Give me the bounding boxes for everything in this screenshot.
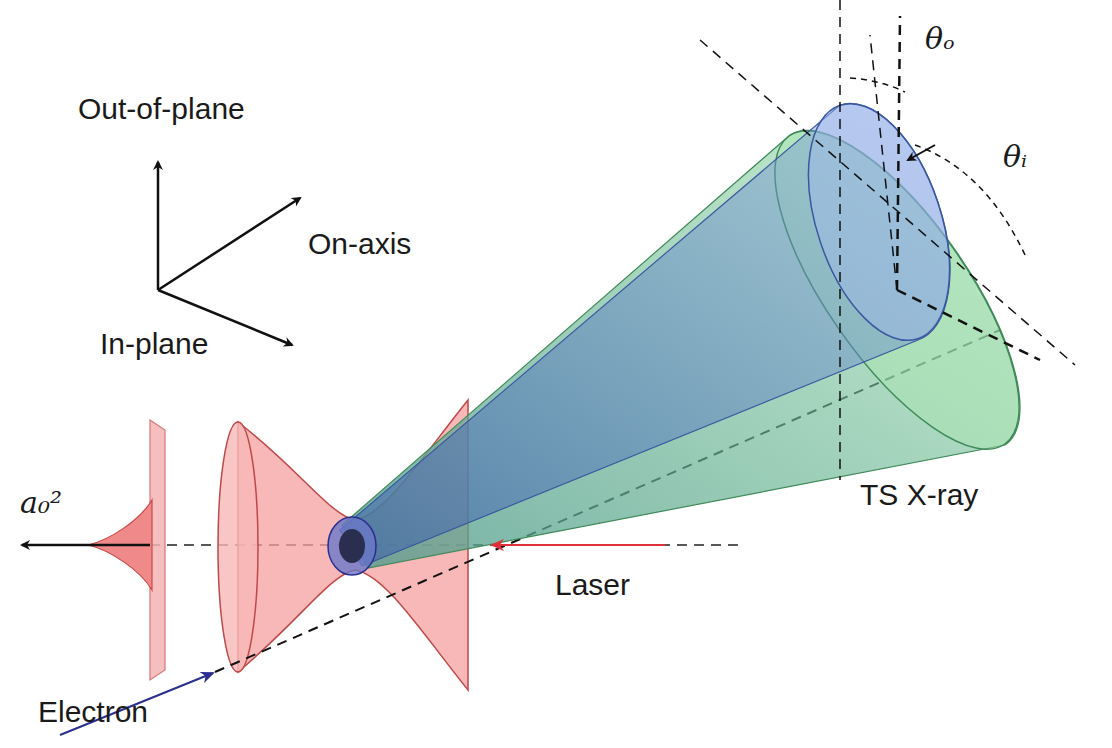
interaction-ring	[328, 517, 376, 575]
beam-label: Electron	[38, 695, 148, 728]
beam-label: Laser	[555, 568, 630, 601]
beam-label: TS X-ray	[860, 478, 978, 511]
angle-lines	[700, 0, 1075, 480]
intensity-profile	[88, 420, 165, 680]
axes	[158, 162, 300, 345]
axis-label: Out-of-plane	[78, 92, 245, 125]
a0-arrow	[22, 544, 150, 547]
angle-label: θᵢ	[1003, 140, 1027, 173]
axis-label: In-plane	[100, 327, 208, 360]
intensity-label: a₀²	[20, 486, 62, 519]
angle-label: θₒ	[925, 22, 955, 55]
axis-label: On-axis	[308, 227, 411, 260]
laser-arrow	[492, 544, 665, 546]
